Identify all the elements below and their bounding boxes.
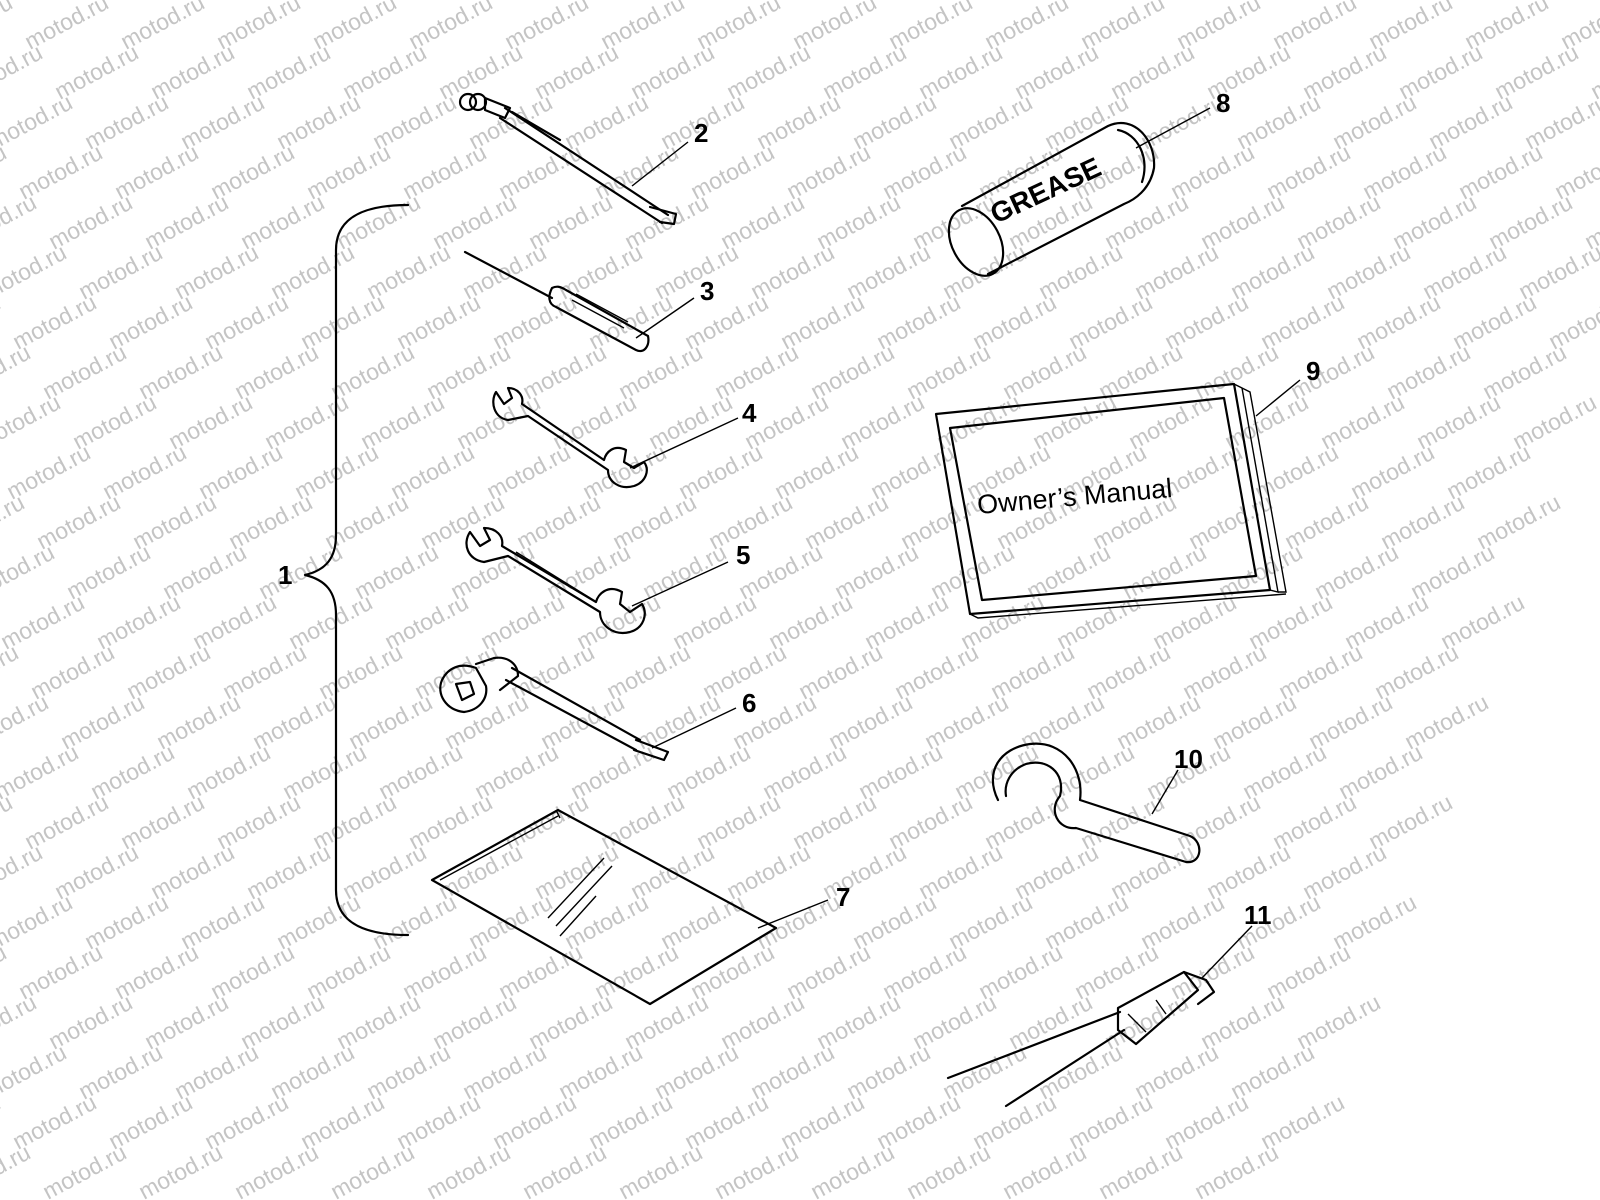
watermark-text: motod.ru: [1094, 1139, 1186, 1200]
tool-bag-icon: [430, 808, 778, 1006]
watermark-text: motod.ru: [998, 1139, 1090, 1200]
callout-7: 7: [836, 882, 850, 912]
callout-numbers: 1 2 3 4 5 6 7 8 9 10 11: [278, 88, 1320, 930]
callout-1: 1: [278, 560, 292, 590]
callout-9: 9: [1306, 356, 1320, 386]
watermark-text: motod.ru: [614, 1139, 706, 1200]
watermark-text: motod.ru: [0, 539, 58, 605]
tool-kit-bracket: [303, 203, 410, 937]
watermark-text: motod.ru: [0, 0, 82, 4]
watermark-text: motod.ru: [0, 0, 16, 54]
open-end-wrench-icon: [492, 386, 648, 489]
watermark-text: motod.ru: [230, 1139, 322, 1200]
watermark-text: motod.ru: [422, 1139, 514, 1200]
watermark-text: motod.ru: [0, 739, 82, 805]
watermark-text: motod.ru: [806, 1139, 898, 1200]
tether-switch-icon: [946, 970, 1216, 1108]
tire-pressure-gauge-icon: [458, 92, 678, 226]
watermark-text: motod.ru: [134, 1139, 226, 1200]
watermark-text: motod.ru: [0, 1039, 70, 1105]
watermark-text: motod.ru: [902, 1139, 994, 1200]
watermark-text: motod.ru: [710, 1139, 802, 1200]
callout-3: 3: [700, 276, 714, 306]
callout-6: 6: [742, 688, 756, 718]
callout-11: 11: [1244, 900, 1272, 930]
watermark-text: motod.ru: [0, 889, 76, 955]
callout-5: 5: [736, 540, 750, 570]
watermark-text: motod.ru: [0, 689, 52, 755]
watermark-text: motod.ru: [0, 789, 16, 855]
watermark-text: motod.ru: [1190, 1139, 1282, 1200]
leader-lines: [629, 107, 1301, 979]
callout-8: 8: [1216, 88, 1230, 118]
watermark-text: motod.ru: [38, 1139, 130, 1200]
watermark-text: motod.ru: [0, 89, 76, 155]
screwdriver-icon: [463, 250, 650, 353]
callout-2: 2: [694, 118, 708, 148]
spanner-hook-wrench-icon: [991, 742, 1201, 864]
watermark-text: motod.ru: [326, 1139, 418, 1200]
open-end-wrench-icon: [465, 526, 646, 634]
watermark-text: motod.ru: [0, 389, 64, 455]
spark-plug-socket-wrench-icon: [439, 656, 670, 762]
watermark-text: motod.ru: [0, 239, 70, 305]
watermark-text: motod.ru: [518, 1139, 610, 1200]
callout-4: 4: [742, 398, 757, 428]
callout-10: 10: [1174, 744, 1203, 774]
